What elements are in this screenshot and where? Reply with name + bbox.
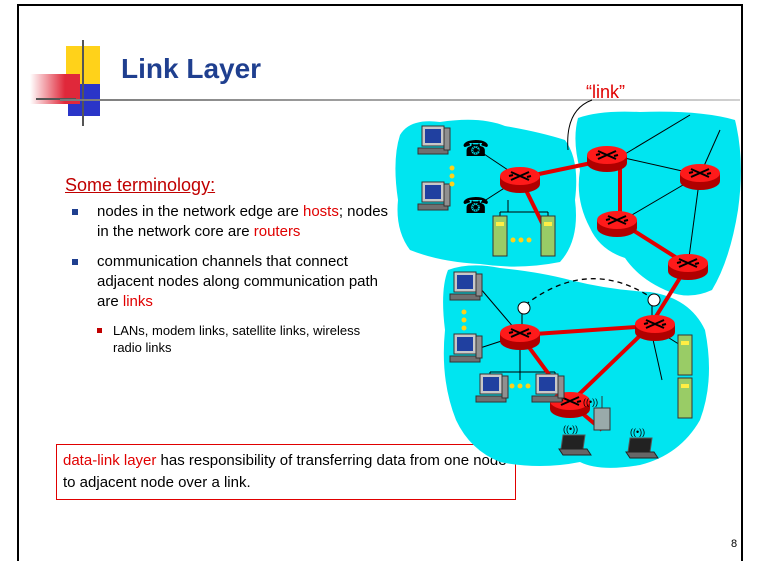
satellite-dish-left [517,301,531,315]
callout-text: has responsibility of transferring data … [63,452,507,491]
router-icon [667,253,709,281]
title-deco-vertical-line [82,40,84,126]
computer-icon [417,181,451,211]
telephone-icon: ☎ [462,137,489,162]
bullet-list: nodes in the network edge are hosts; nod… [70,202,390,356]
page-title: Link Layer [121,53,262,84]
term-routers: routers [253,223,301,240]
callout-box: data-link layer has responsibility of tr… [56,444,516,500]
title-underline [60,99,740,101]
wireless-signal-icon: ((•)) [563,424,578,434]
slide-frame [17,4,743,561]
computer-icon [417,125,451,155]
computer-icon [449,333,483,363]
page-number: 8 [731,538,738,550]
bullet-text: nodes in the network edge are [97,203,303,220]
term-hosts: hosts [302,203,339,220]
server-icon [492,215,508,257]
bullet-text: communication channels that connect adja… [97,253,379,310]
subheading: Some terminology: [65,175,216,195]
router-icon [596,210,638,238]
sub-bullet-lans: LANs, modem links, satellite links, wire… [95,322,390,356]
bullet-item-channels: communication channels that connect adja… [70,252,390,312]
link-callout-curve [567,99,593,151]
router-icon [634,314,676,342]
computer-icon [475,373,509,403]
title-deco-horizontal-line [36,98,76,100]
satellite-link [524,278,656,306]
satellite-dish-right [647,293,661,307]
bullet-text: ; nodes in the network core are [97,203,389,240]
link-label: “link” [586,82,625,102]
computer-icon [531,373,565,403]
cloud-bottom [443,265,709,468]
callout-highlight: data-link layer [63,452,157,469]
server-icon [677,334,693,376]
cloud-top-left [395,119,577,267]
computer-icon [449,271,483,301]
bullet-item-nodes: nodes in the network edge are hosts; nod… [70,202,390,242]
router-icon [499,166,541,194]
wireless-access-point [593,407,611,431]
term-links: links [122,293,153,310]
router-icon [679,163,721,191]
server-icon [677,377,693,419]
router-icon [499,323,541,351]
server-icon [540,215,556,257]
telephone-icon: ☎ [462,194,489,219]
wireless-signal-icon: ((•)) [583,397,598,407]
router-icon [586,145,628,173]
wireless-signal-icon: ((•)) [630,427,645,437]
